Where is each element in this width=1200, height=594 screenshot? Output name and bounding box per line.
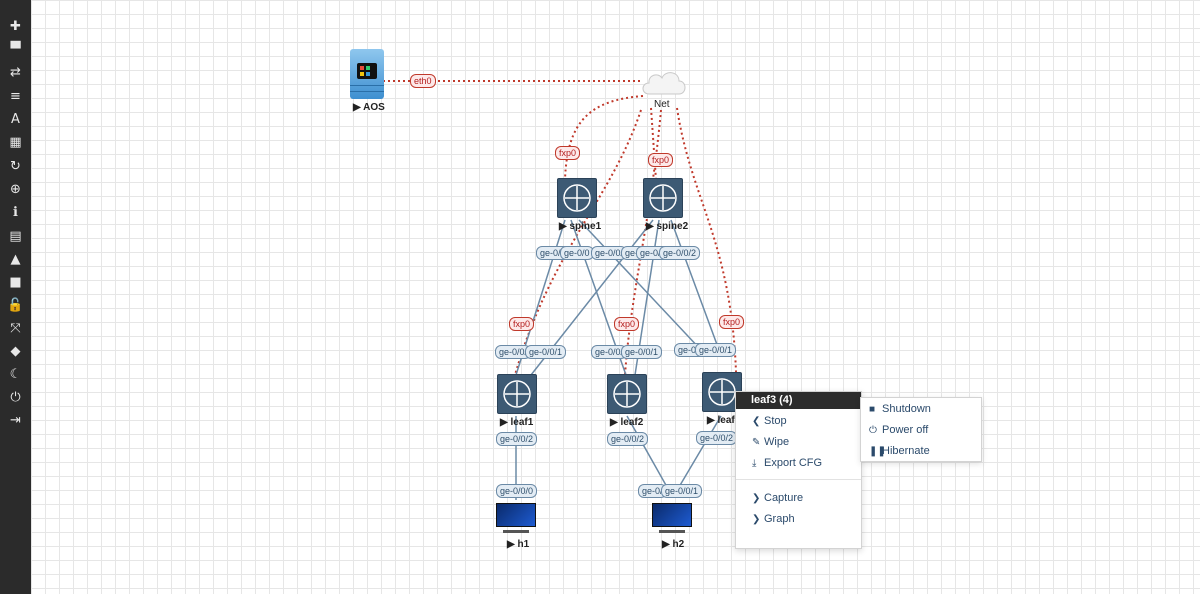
iface-spine1-b[interactable]: ge-0/0 — [560, 246, 594, 260]
chevron-right-icon: ❯ — [752, 514, 761, 525]
menu-item-export-cfg[interactable]: ⤓Export CFG — [752, 457, 823, 469]
net-label: Net — [654, 99, 670, 110]
router-icon — [563, 184, 591, 212]
h1-label: ▶ h1 — [507, 539, 530, 550]
monitor-icon — [496, 503, 536, 527]
graduation-icon[interactable]: ▲ — [10, 252, 21, 267]
logout-icon[interactable]: ⇥ — [10, 413, 21, 428]
cloud-icon — [642, 72, 686, 95]
server-icon — [350, 49, 384, 99]
link-spine1-leaf3 — [578, 219, 702, 351]
menu-item-stop[interactable]: ❮Stop — [752, 415, 787, 427]
transfer-icon[interactable]: ⇄ — [10, 65, 21, 80]
link-net-leaf3 — [676, 107, 737, 373]
h2-node[interactable] — [652, 503, 692, 537]
aos-node[interactable] — [350, 49, 384, 99]
node-context-menu: leaf3 (4) ❮Stop ✎Wipe ⤓Export CFG ❯Captu… — [735, 391, 862, 549]
sidebar-toolbar: ✚ ▀ ⇄ ≡ A ▦ ↻ ⊕ ℹ ▤ ▲ ■ 🔓 ⤧ ◆ ☾ ⏻ ⇥ — [0, 0, 31, 594]
info-icon[interactable]: ℹ — [13, 205, 18, 220]
link-net-spine2 — [650, 107, 657, 181]
menu-item-capture[interactable]: ❯Capture — [752, 492, 804, 504]
link-net-leaf2 — [624, 109, 662, 376]
network-icon[interactable]: ▀ — [10, 42, 21, 57]
router-icon — [649, 184, 677, 212]
h2-label: ▶ h2 — [662, 539, 685, 550]
iface-leaf1-a[interactable]: ge-0/0/ — [495, 345, 532, 359]
iface-h1-up[interactable]: ge-0/0/0 — [496, 484, 538, 498]
link-leaf2-h2 — [626, 415, 668, 488]
lock-icon[interactable]: 🔓 — [7, 298, 24, 313]
stop-submenu: ■Shutdown ⏻Power off ❚❚Hibernate — [860, 397, 982, 462]
iface-h2-b[interactable]: ge-0/0/1 — [661, 484, 703, 498]
power-icon: ⏻ — [869, 425, 877, 436]
iface-eth0[interactable]: eth0 — [410, 74, 436, 88]
power-icon[interactable]: ⏻ — [10, 390, 21, 405]
iface-spine2-fxp0[interactable]: fxp0 — [648, 153, 674, 167]
text-icon[interactable]: A — [11, 112, 20, 127]
comment-icon[interactable]: ■ — [9, 275, 22, 290]
iface-leaf3-b[interactable]: ge-0/0/1 — [695, 343, 737, 357]
submenu-item-shutdown[interactable]: ■Shutdown — [869, 403, 931, 415]
spine1-node[interactable] — [557, 178, 597, 218]
context-menu-title: leaf3 (4) — [736, 392, 861, 409]
stop-icon: ■ — [869, 404, 876, 415]
iface-spine1-fxp0[interactable]: fxp0 — [555, 146, 581, 160]
iface-leaf1-fxp0[interactable]: fxp0 — [509, 317, 535, 331]
link-spine2-leaf3 — [670, 219, 720, 351]
iface-leaf1-down[interactable]: ge-0/0/2 — [496, 432, 538, 446]
submenu-item-hibernate[interactable]: ❚❚Hibernate — [869, 445, 930, 457]
leaf3-label: ▶ leaf — [707, 415, 735, 426]
spine2-label: ▶ spine2 — [646, 221, 689, 232]
iface-leaf2-down[interactable]: ge-0/0/2 — [607, 432, 649, 446]
menu-divider — [736, 479, 861, 480]
iface-leaf2-fxp0[interactable]: fxp0 — [614, 317, 640, 331]
aos-label: ▶ AOS — [353, 102, 385, 113]
eraser-icon: ✎ — [752, 437, 761, 448]
spine2-node[interactable] — [643, 178, 683, 218]
plus-icon[interactable]: ✚ — [10, 19, 21, 34]
leaf2-node[interactable] — [607, 374, 647, 414]
chevron-left-icon: ❮ — [752, 416, 761, 427]
link-net-spine1 — [564, 95, 644, 181]
refresh-icon[interactable]: ↻ — [10, 159, 21, 174]
iface-h2-a[interactable]: ge-0/ — [638, 484, 667, 498]
menu-item-wipe[interactable]: ✎Wipe — [752, 436, 790, 448]
align-left-icon[interactable]: ≡ — [10, 89, 21, 104]
download-icon: ⤓ — [752, 458, 757, 469]
iface-leaf3-down[interactable]: ge-0/0/2 — [696, 431, 738, 445]
iface-leaf2-b[interactable]: ge-0/0/1 — [621, 345, 663, 359]
table-icon[interactable]: ▤ — [9, 229, 22, 244]
menu-item-graph[interactable]: ❯Graph — [752, 513, 795, 525]
submenu-item-power-off[interactable]: ⏻Power off — [869, 424, 929, 436]
net-node[interactable] — [639, 66, 689, 98]
zoom-icon[interactable]: ⊕ — [10, 182, 21, 197]
h1-node[interactable] — [496, 503, 536, 537]
expand-icon[interactable]: ⤧ — [10, 321, 21, 336]
leaf1-label: ▶ leaf1 — [500, 417, 534, 428]
topology-canvas[interactable]: ▶ AOS Net ▶ spine1 ▶ spine2 ▶ leaf1 ▶ le… — [31, 0, 1200, 594]
chevron-right-icon: ❯ — [752, 493, 761, 504]
leaf2-label: ▶ leaf2 — [610, 417, 644, 428]
spine1-label: ▶ spine1 — [559, 221, 602, 232]
monitor-icon — [652, 503, 692, 527]
tag-icon[interactable]: ◆ — [10, 344, 21, 359]
link-leaf3-h2 — [678, 415, 722, 488]
router-icon — [503, 380, 531, 408]
iface-leaf1-b[interactable]: ge-0/0/1 — [525, 345, 567, 359]
topology-links — [383, 80, 737, 500]
router-icon — [613, 380, 641, 408]
iface-spine2-c[interactable]: ge-0/0/2 — [659, 246, 701, 260]
iface-leaf3-fxp0[interactable]: fxp0 — [719, 315, 745, 329]
leaf1-node[interactable] — [497, 374, 537, 414]
grid-icon[interactable]: ▦ — [9, 135, 22, 150]
pause-icon: ❚❚ — [869, 446, 886, 457]
moon-icon[interactable]: ☾ — [9, 367, 22, 382]
